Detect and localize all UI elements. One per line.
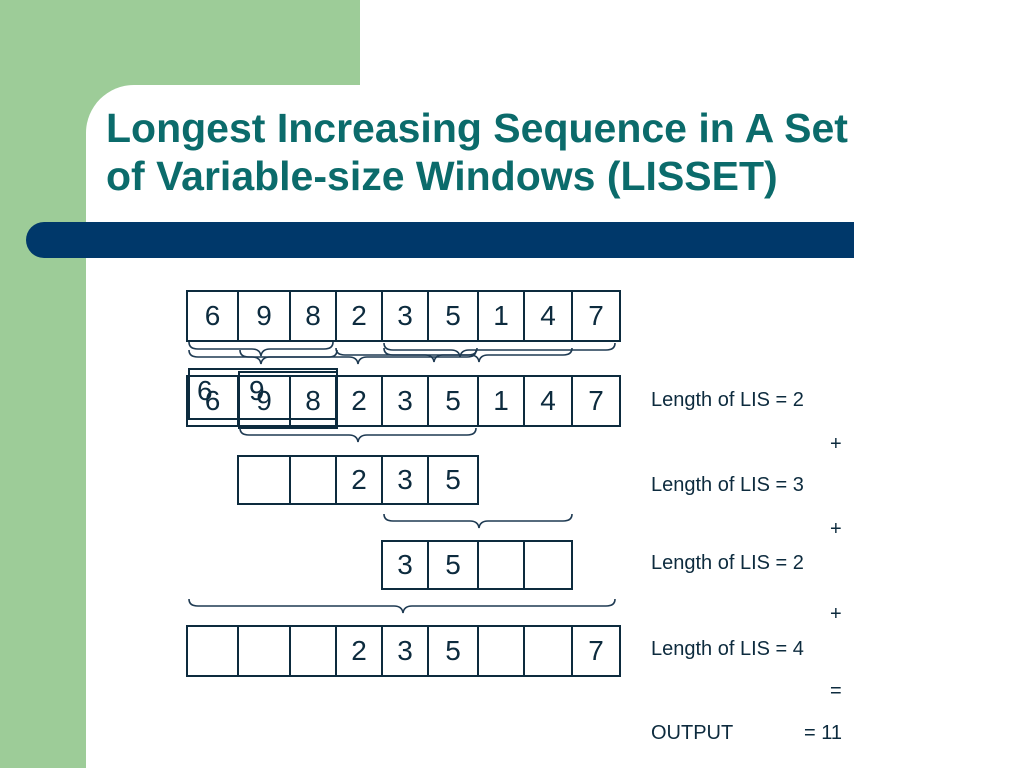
window-cell: 3	[381, 455, 429, 505]
window-cell	[523, 625, 573, 677]
window-cell: 3	[381, 625, 429, 677]
window-cell: 5	[427, 455, 479, 505]
equals-operator: =	[830, 680, 842, 702]
ghost-digit: 9	[249, 375, 265, 406]
sequence-cell: 8	[289, 290, 337, 342]
sequence-cell: 7	[571, 290, 621, 342]
slide-title-line-1: Longest Increasing Sequence in A Set	[106, 105, 848, 151]
output-label: OUTPUT	[651, 722, 734, 744]
sequence-cell: 7	[571, 375, 621, 427]
window-cell	[289, 455, 337, 505]
plus-operator: +	[830, 433, 842, 455]
lis-length-result: Length of LIS = 2	[651, 552, 804, 574]
lis-length-result: Length of LIS = 4	[651, 638, 804, 660]
window-cell: 7	[571, 625, 621, 677]
window-cell	[237, 455, 291, 505]
window-cell: 5	[427, 625, 479, 677]
sequence-cell: 3	[381, 290, 429, 342]
sequence-cell: 9	[237, 290, 291, 342]
sequence-cell: 3	[381, 375, 429, 427]
window-cell	[477, 625, 525, 677]
slide-title: Longest Increasing Sequence in A Set of …	[106, 104, 986, 200]
lis-length-result: Length of LIS = 2	[651, 389, 804, 411]
ghost-digit: 6	[197, 375, 213, 406]
window-cell: 3	[381, 540, 429, 590]
slide-title-line-2: of Variable-size Windows (LISSET)	[106, 153, 778, 199]
title-underline-bar	[26, 222, 854, 258]
lis-length-result: Length of LIS = 3	[651, 474, 804, 496]
window-cell	[237, 625, 291, 677]
sequence-cell: 2	[335, 375, 383, 427]
sequence-cell: 2	[335, 290, 383, 342]
sequence-cell: 6	[186, 290, 239, 342]
window-cell	[289, 625, 337, 677]
window-cell: 5	[427, 540, 479, 590]
sequence-cell: 4	[523, 375, 573, 427]
sequence-cell: 4	[523, 290, 573, 342]
window-cell	[186, 625, 239, 677]
sequence-cell: 5	[427, 375, 479, 427]
window-cell: 2	[335, 455, 383, 505]
window-cell	[477, 540, 525, 590]
plus-operator: +	[830, 603, 842, 625]
sequence-cell: 1	[477, 290, 525, 342]
window-cell	[523, 540, 573, 590]
sequence-cell: 1	[477, 375, 525, 427]
output-value: = 11	[804, 722, 842, 744]
window-cell: 2	[335, 625, 383, 677]
plus-operator: +	[830, 518, 842, 540]
sequence-cell: 5	[427, 290, 479, 342]
